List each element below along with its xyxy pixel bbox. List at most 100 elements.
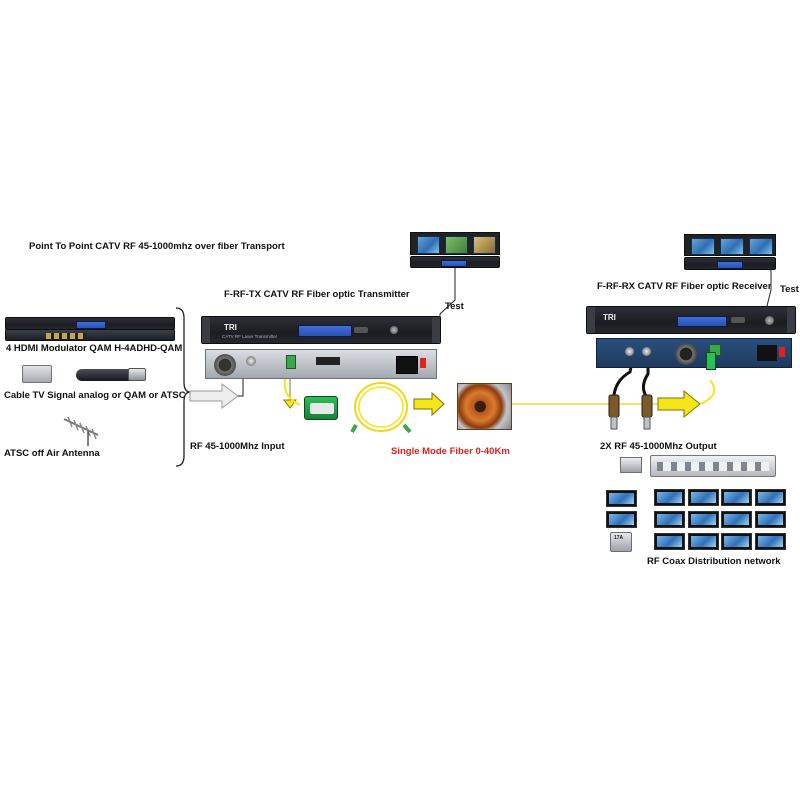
rx-rack-ear-right <box>787 307 795 333</box>
transmitter-title: F-RF-TX CATV RF Fiber optic Transmitter <box>224 289 410 300</box>
rx-patch-fiber <box>699 379 716 405</box>
rx-rf-out-port-2 <box>642 347 651 356</box>
modulator-display <box>76 321 106 329</box>
spool-arrow <box>413 391 445 417</box>
sc-apc-label-band <box>310 403 334 414</box>
tv-screen <box>721 533 752 550</box>
rx-monitor-screen-1 <box>691 238 715 255</box>
rf-output-label: 2X RF 45-1000Mhz Output <box>600 441 717 452</box>
tv-screen <box>654 533 685 550</box>
rx-key-lock <box>765 316 774 325</box>
tx-test-monitor <box>410 232 500 255</box>
f-connector-icon <box>128 368 146 381</box>
tx-fan <box>214 354 236 376</box>
antenna-icon <box>63 416 99 446</box>
rx-power-socket <box>757 345 777 361</box>
rx-brand: TRI <box>603 313 616 322</box>
splitter-icon <box>22 365 52 383</box>
tx-power-socket <box>396 356 418 374</box>
tx-monitor-screen-3 <box>473 236 496 254</box>
tv-screen <box>688 489 719 506</box>
tx-panel-text: CATV RF Laser Transmitter <box>222 334 278 339</box>
tx-down-arrow <box>283 374 297 409</box>
diagram-title: Point To Point CATV RF 45-1000mhz over f… <box>29 241 285 252</box>
rf-input-label: RF 45-1000Mhz Input <box>190 441 285 452</box>
sc-apc-connector <box>304 396 338 420</box>
tx-keypad <box>354 327 368 333</box>
tx-display <box>298 325 352 337</box>
rx-rack-ear-left <box>587 307 595 333</box>
fiber-spool-image <box>457 383 512 430</box>
rx-monitor-screen-2 <box>720 238 744 255</box>
transmitter-back-panel <box>205 349 437 379</box>
tv-screen <box>755 489 786 506</box>
tv-screen <box>721 489 752 506</box>
tv-screen <box>755 511 786 528</box>
rx-test-label: Test <box>780 284 799 295</box>
tx-network-port <box>316 357 340 365</box>
rx-coax-tip-2 <box>643 416 651 430</box>
fiber-coil-2 <box>358 386 404 428</box>
tx-rack-ear-left <box>202 317 210 343</box>
fiber-label: Single Mode Fiber 0-40Km <box>391 446 510 457</box>
multi-tap-splitter <box>650 455 776 477</box>
input-feed-line <box>238 378 244 397</box>
tx-sc-port <box>286 355 296 369</box>
tx-test-monitor-base <box>410 256 500 268</box>
tx-test-label: Test <box>445 301 464 312</box>
rx-coax-cable-2 <box>641 362 650 397</box>
rx-test-monitor <box>684 234 776 256</box>
source-brace <box>175 307 191 467</box>
rx-test-line <box>765 270 772 311</box>
tx-rack-ear-right <box>432 317 440 343</box>
tx-patch-fiber <box>283 375 301 406</box>
rx-coax-connector-2 <box>641 394 653 418</box>
antenna-label: ATSC off Air Antenna <box>4 448 100 459</box>
tv-screen <box>688 533 719 550</box>
tx-power-switch <box>420 358 426 368</box>
modulator-label: 4 HDMI Modulator QAM H-4ADHD-QAM <box>6 343 183 354</box>
rx-test-monitor-base <box>684 257 776 270</box>
rx-display <box>677 316 727 327</box>
tx-brand: TRI <box>224 323 237 332</box>
cable-tv-label: Cable TV Signal analog or QAM or ATSC <box>4 390 186 401</box>
fiber-coil-1 <box>354 382 408 432</box>
tx-monitor-screen-1 <box>417 236 440 254</box>
coil-connector-left <box>350 424 358 433</box>
rx-sc-adapter <box>706 352 716 370</box>
modulator-ports <box>46 333 86 339</box>
receiver-back-panel <box>596 338 792 368</box>
tv-screen <box>606 490 637 507</box>
receiver-front-panel: TRI <box>586 306 796 334</box>
modulator-unit-bottom <box>5 329 175 341</box>
tv-screen <box>755 533 786 550</box>
rx-rf-out-port-1 <box>625 347 634 356</box>
coax-cable-icon <box>76 369 136 381</box>
tx-monitor-base-display <box>441 260 467 267</box>
rx-monitor-screen-3 <box>749 238 773 255</box>
rx-keypad <box>731 317 745 323</box>
tv-screen <box>654 511 685 528</box>
distribution-amplifier: 17A <box>610 532 632 552</box>
rx-power-switch <box>779 347 785 357</box>
rx-yellow-arrow <box>657 389 701 419</box>
tv-screen <box>721 511 752 528</box>
tx-test-line <box>439 268 456 327</box>
transmitter-front-panel: TRI CATV RF Laser Transmitter <box>201 316 441 344</box>
tx-monitor-screen-2 <box>445 236 468 254</box>
coil-connector-right <box>402 423 412 434</box>
distribution-label: RF Coax Distribution network <box>647 556 781 567</box>
multi-tap-ports <box>657 462 769 471</box>
rx-coax-connector-1 <box>608 394 620 418</box>
tv-screen <box>654 489 685 506</box>
rx-monitor-base-display <box>717 261 743 269</box>
rx-fan <box>675 343 697 365</box>
rx-coax-cable-1 <box>612 361 634 396</box>
receiver-title: F-RF-RX CATV RF Fiber optic Receiver <box>597 281 772 292</box>
tv-screen <box>688 511 719 528</box>
small-splitter <box>620 457 642 473</box>
tx-rf-in-port <box>246 356 256 366</box>
tv-screen <box>606 511 637 528</box>
